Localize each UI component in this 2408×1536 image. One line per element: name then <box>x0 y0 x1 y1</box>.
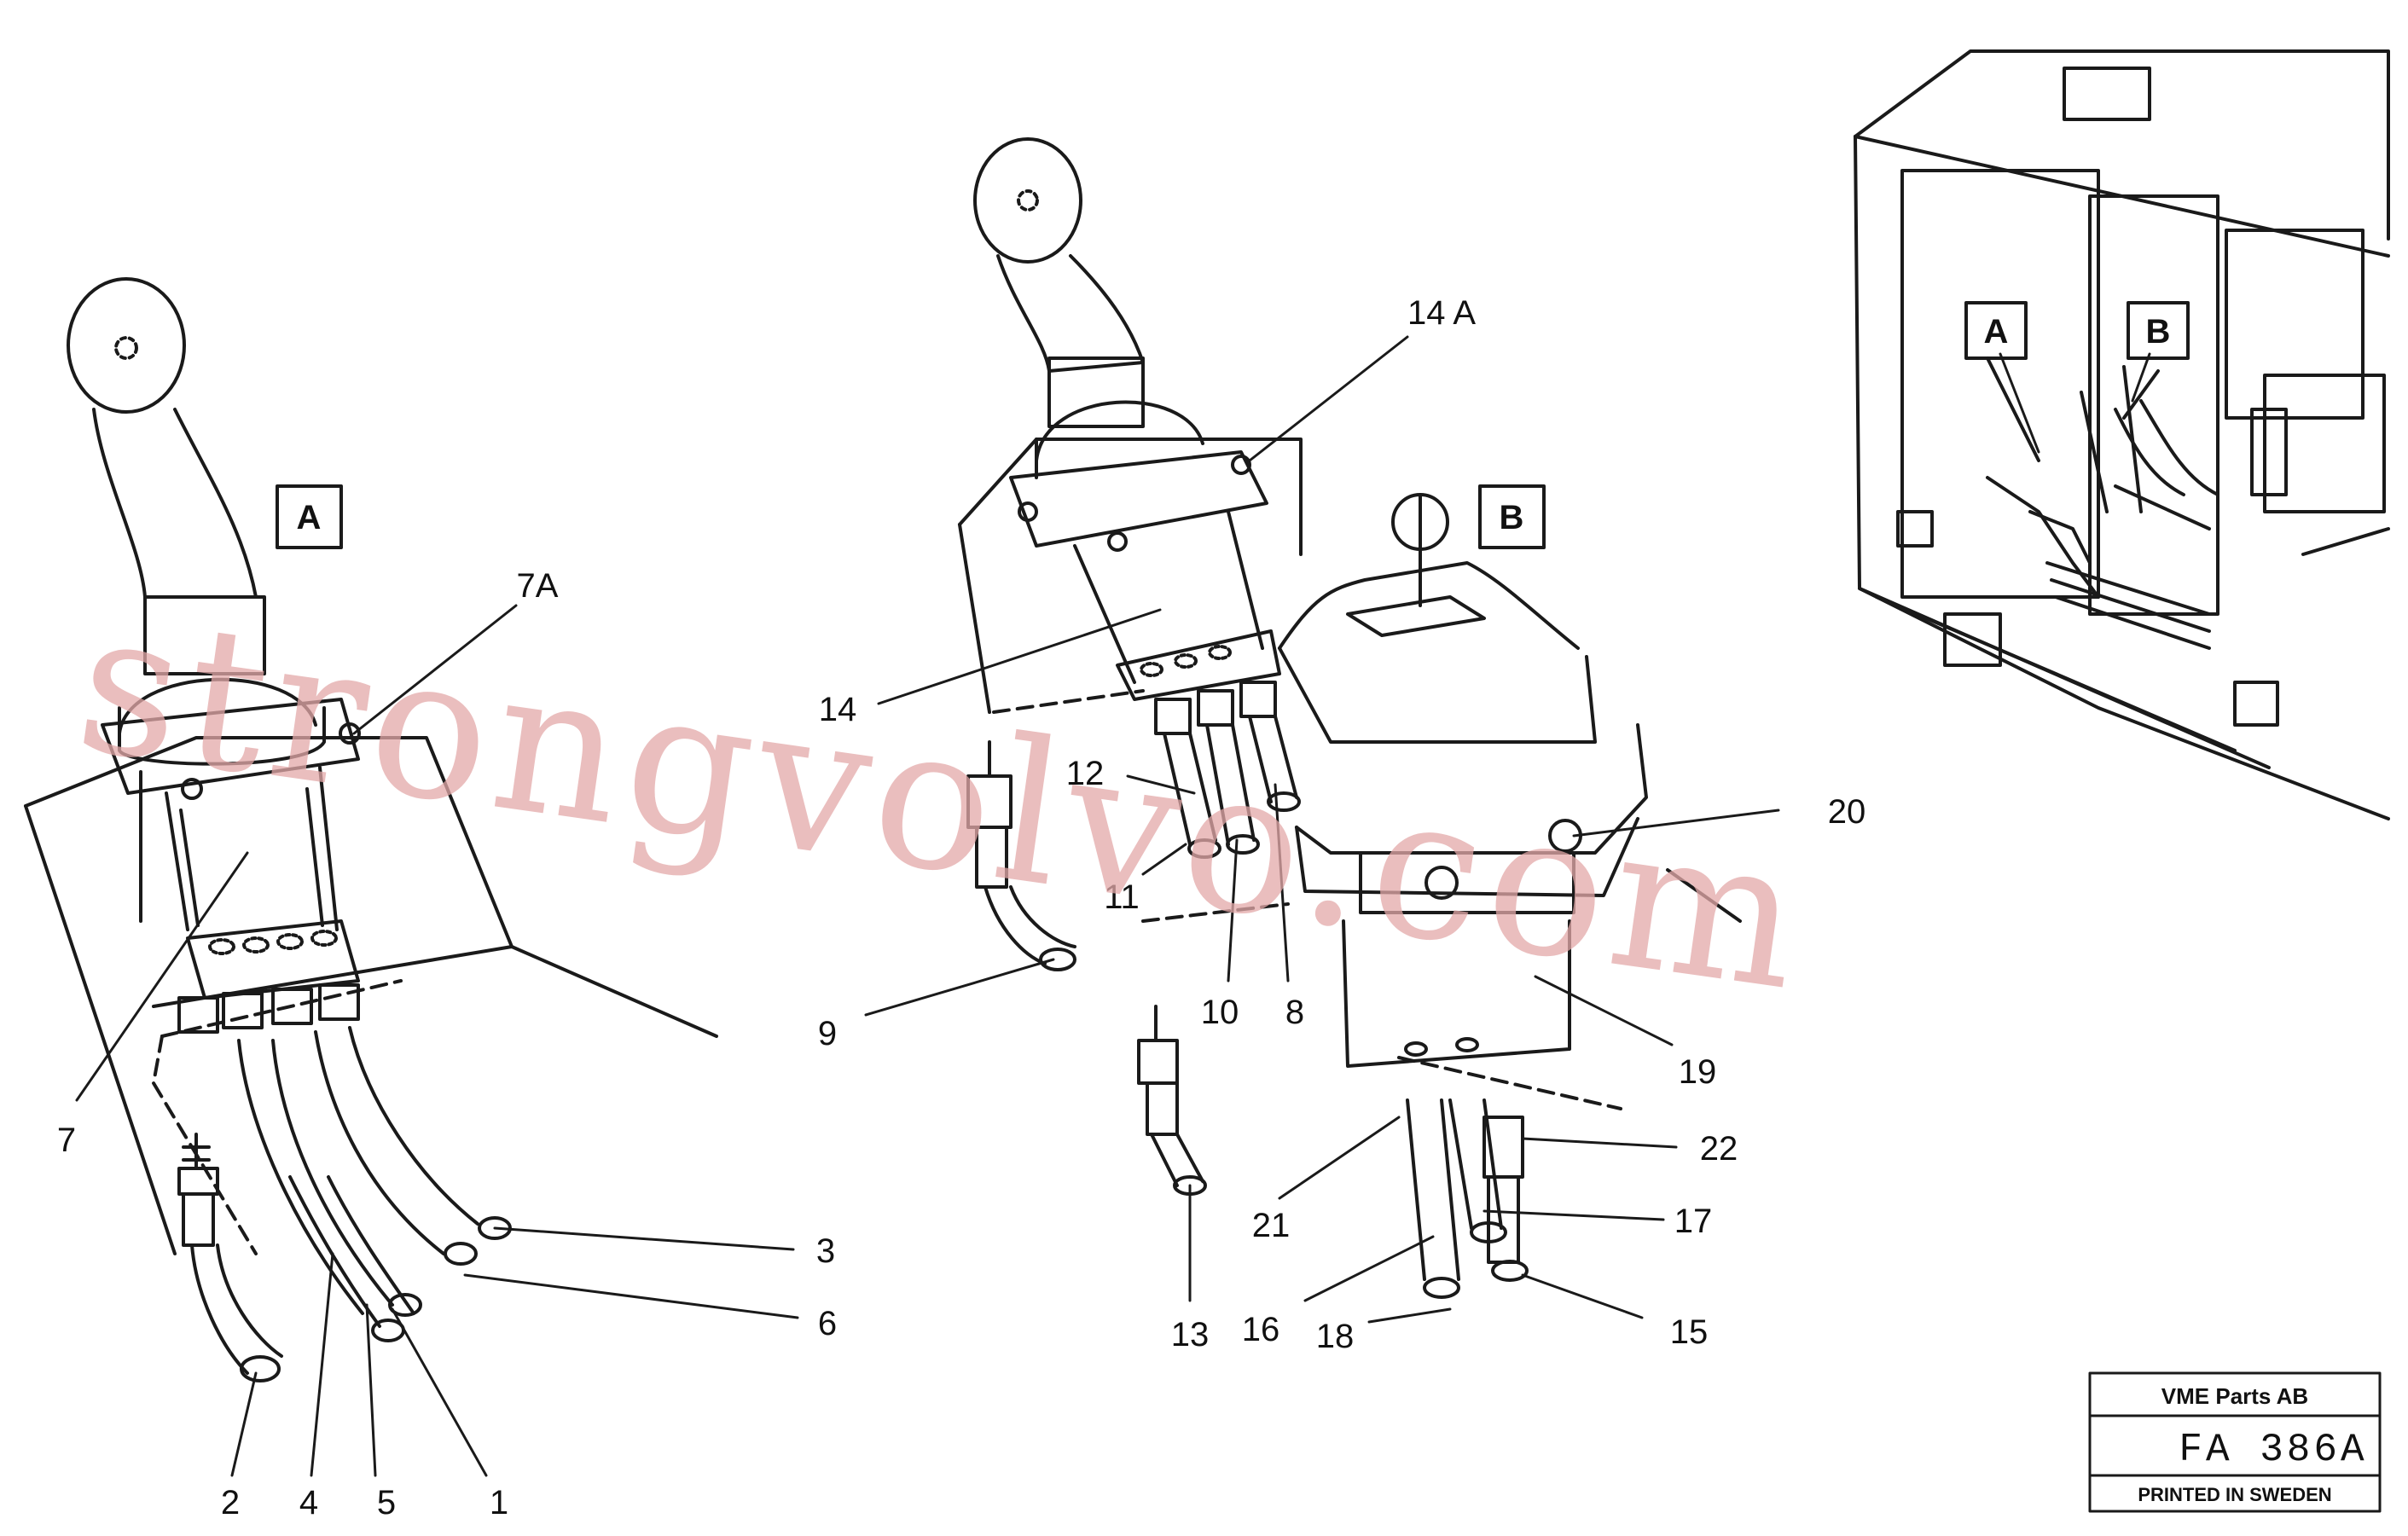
part-18: 18 <box>1316 1318 1355 1355</box>
stamp-company: VME Parts AB <box>2161 1383 2308 1409</box>
part-callouts: 7A 7 3 6 2 4 5 1 14 A 14 12 11 10 8 9 13… <box>57 294 1865 1522</box>
watermark-text: strongvolvo.com <box>66 568 1819 1035</box>
part-5: 5 <box>377 1484 396 1522</box>
part-15: 15 <box>1670 1313 1709 1351</box>
leader-lines <box>75 335 2151 1477</box>
part-2: 2 <box>221 1484 240 1522</box>
joystick-b-assembly <box>958 137 1742 1299</box>
view-b-box <box>1478 484 1546 549</box>
stamp-printed: PRINTED IN SWEDEN <box>2138 1484 2331 1505</box>
part-11: 11 <box>1104 878 1140 916</box>
part-14a: 14 A <box>1407 294 1476 332</box>
part-6: 6 <box>818 1305 837 1342</box>
part-12: 12 <box>1066 755 1105 792</box>
part-17: 17 <box>1674 1203 1713 1240</box>
cab-view-b-label: B <box>2146 313 2171 351</box>
part-8: 8 <box>1285 994 1304 1031</box>
part-7a: 7A <box>517 567 559 605</box>
part-7: 7 <box>57 1122 76 1159</box>
cab-view-a-box <box>1964 301 2028 360</box>
part-9: 9 <box>818 1015 837 1052</box>
part-22: 22 <box>1700 1130 1738 1168</box>
part-20: 20 <box>1828 793 1866 831</box>
view-a-box <box>276 484 343 549</box>
part-13: 13 <box>1171 1316 1210 1353</box>
part-21: 21 <box>1252 1207 1291 1244</box>
part-14: 14 <box>819 691 857 728</box>
stamp-code: FA 386A <box>2179 1428 2367 1472</box>
part-4: 4 <box>299 1484 318 1522</box>
view-a-label: A <box>297 499 322 536</box>
part-10: 10 <box>1201 994 1239 1031</box>
part-16: 16 <box>1242 1311 1280 1348</box>
cab-view-a-label: A <box>1984 313 2009 351</box>
part-1: 1 <box>490 1484 508 1522</box>
cab-overview <box>1854 49 2390 820</box>
stamp <box>2088 1371 2382 1513</box>
part-19: 19 <box>1679 1053 1717 1091</box>
part-3: 3 <box>816 1232 835 1270</box>
view-b-label: B <box>1500 499 1524 536</box>
cab-view-b-box <box>2127 301 2190 360</box>
